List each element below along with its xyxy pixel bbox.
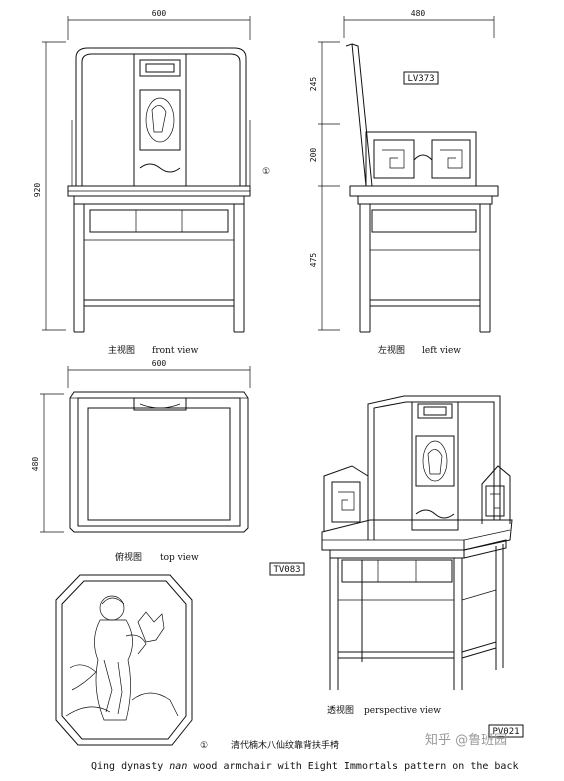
- top-depth-dim: 480: [31, 457, 40, 472]
- caption-zh: 清代楠木八仙纹靠背扶手椅: [231, 739, 339, 751]
- detail-marker-2: ①: [200, 741, 208, 751]
- top-view-tag-box: [269, 562, 305, 576]
- left-view-tag: LV373: [407, 74, 434, 84]
- front-width-dim: 600: [152, 9, 167, 18]
- perspective-view-label-zh: 透视图: [327, 704, 354, 716]
- top-view-drawing: 600 480: [31, 359, 251, 533]
- caption-en-pre: Qing dynasty: [91, 761, 163, 772]
- side-width-dim: 480: [411, 9, 426, 18]
- top-view-tag: TV083: [273, 565, 300, 575]
- top-width-dim: 600: [152, 359, 167, 368]
- side-bottom-dim: 475: [309, 253, 318, 268]
- left-view-drawing: 480 245 200 475: [309, 9, 499, 333]
- left-view-tag-box: [403, 71, 439, 85]
- perspective-view-label-en: perspective view: [364, 706, 441, 716]
- perspective-view-tag: PV021: [492, 727, 519, 737]
- perspective-view-drawing: [321, 395, 513, 690]
- caption-en: Qing dynasty nan wood armchair with Eigh…: [91, 761, 518, 772]
- side-top-dim: 245: [309, 77, 318, 92]
- front-height-dim: 920: [33, 183, 42, 198]
- front-view-drawing: 600 920: [33, 9, 251, 333]
- caption-en-italic: nan: [169, 761, 187, 772]
- front-view-label-en: front view: [152, 346, 199, 356]
- left-view-label-zh: 左视图: [378, 344, 405, 356]
- carving-detail-panel: [55, 574, 193, 746]
- top-view-label-zh: 俯视图: [115, 551, 142, 563]
- top-view-label-en: top view: [160, 553, 199, 563]
- caption-en-post: wood armchair with Eight Immortals patte…: [193, 761, 518, 772]
- left-view-label-en: left view: [422, 346, 461, 356]
- detail-marker-1: ①: [262, 167, 270, 177]
- front-view-label-zh: 主视图: [108, 344, 135, 356]
- watermark: 知乎 @鲁班园: [425, 732, 507, 748]
- side-mid-dim: 200: [309, 148, 318, 163]
- perspective-view-tag-box: [488, 724, 524, 738]
